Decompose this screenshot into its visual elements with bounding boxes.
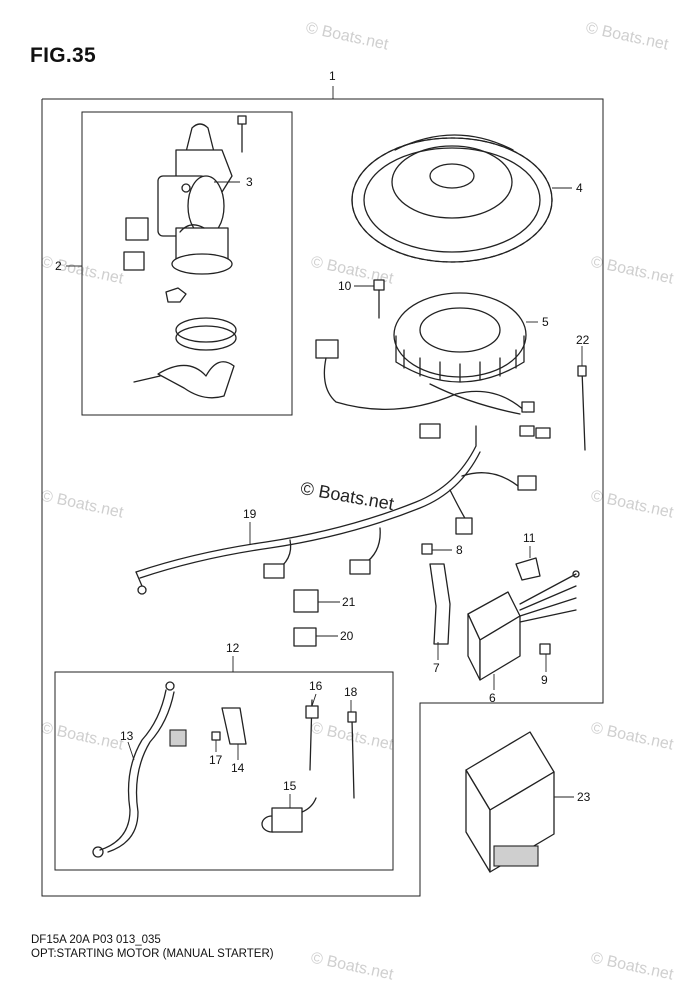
callout-15: 15 [283,779,297,793]
leader-13 [127,741,135,761]
callout-16: 16 [309,679,323,693]
tie-strap-18 [347,711,357,799]
callout-11: 11 [523,531,536,545]
callout-9: 9 [541,673,548,687]
flywheel [351,134,553,263]
relay-20 [293,627,317,647]
grommet-15 [261,797,317,833]
tie-strap-22 [577,365,587,451]
screw-9 [539,643,551,655]
callout-10: 10 [338,279,352,293]
stator [393,292,527,383]
figure-caption: OPT:STARTING MOTOR (MANUAL STARTER) [31,948,274,960]
callout-17: 17 [209,753,223,767]
callout-5: 5 [542,315,549,329]
main-harness [135,423,537,595]
callout-3: 3 [246,175,253,189]
callout-12: 12 [226,641,240,655]
starter-kit-frame [81,111,293,416]
stator-harness [315,339,551,439]
band-clamp [133,317,237,399]
relay-small [123,217,187,303]
figure-code: DF15A 20A P03 013_035 [31,934,161,946]
assembly-frame [41,98,604,897]
callout-2: 2 [55,259,62,273]
leader-16 [311,693,317,707]
bolt-8 [421,543,433,555]
callout-13: 13 [120,729,134,743]
callout-1: 1 [329,69,336,83]
battery-cable-13 [92,681,187,858]
starter-motor [157,115,247,275]
callout-20: 20 [340,629,354,643]
callout-21: 21 [342,595,356,609]
rectifier-6 [467,570,580,681]
relay-21 [293,589,319,613]
callout-7: 7 [433,661,440,675]
callout-19: 19 [243,507,257,521]
ecm-23 [465,731,555,873]
callout-22: 22 [576,333,590,347]
callout-6: 6 [489,691,496,705]
callout-14: 14 [231,761,245,775]
callout-18: 18 [344,685,358,699]
bolt-10 [373,279,385,319]
bracket-14 [221,707,247,745]
harness-kit-frame [54,671,394,871]
clip-16 [305,699,319,771]
callout-8: 8 [456,543,463,557]
figure-title: FIG.35 [30,44,96,67]
bolt-17 [211,731,221,741]
callout-4: 4 [576,181,583,195]
clamp-11 [515,557,541,581]
callout-23: 23 [577,790,591,804]
bracket-7 [429,563,451,645]
